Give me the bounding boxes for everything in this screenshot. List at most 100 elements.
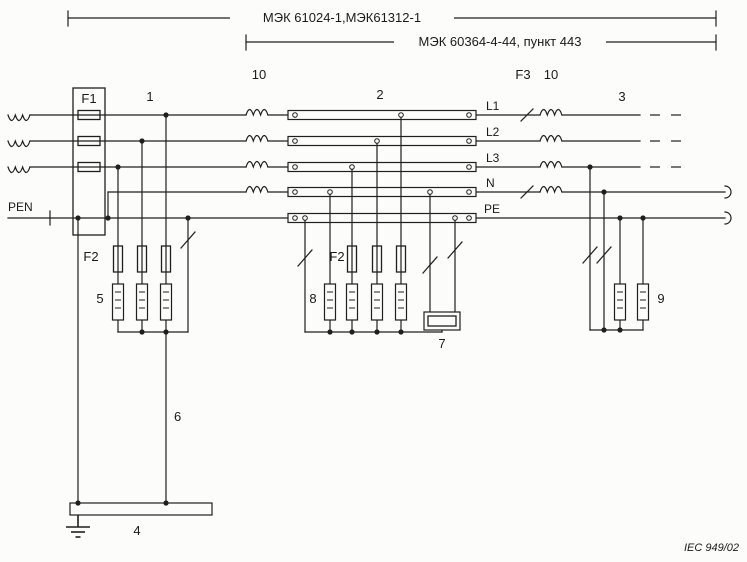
label-6: 6 bbox=[174, 409, 181, 424]
junction-dot bbox=[617, 215, 623, 221]
label-8: 8 bbox=[309, 291, 316, 306]
f3-and-choke-right bbox=[520, 108, 563, 199]
spd-symbol bbox=[370, 283, 384, 321]
disconnector-icon bbox=[520, 185, 534, 199]
n-end-connector-icon bbox=[724, 185, 732, 199]
busbar-l1 bbox=[287, 109, 477, 121]
coil-icon bbox=[245, 134, 269, 143]
source-coil-icon bbox=[7, 165, 31, 174]
disconnector-icon bbox=[180, 231, 196, 249]
disconnector-icon bbox=[297, 249, 313, 267]
label-4: 4 bbox=[133, 523, 140, 538]
label-2: 2 bbox=[376, 87, 383, 102]
junction-dot bbox=[601, 327, 607, 333]
spd-symbol bbox=[323, 283, 337, 321]
fuse-symbol bbox=[160, 245, 172, 273]
figure-reference: IEC 949/02 bbox=[684, 542, 739, 554]
junction-dot bbox=[349, 329, 355, 335]
fuse-symbol bbox=[395, 245, 407, 273]
spd-symbol bbox=[636, 283, 650, 321]
fuse-symbol bbox=[77, 135, 101, 147]
junction-dot bbox=[115, 164, 121, 170]
standard-label-inner: МЭК 60364-4-44, пункт 443 bbox=[419, 34, 582, 49]
spd-symbol bbox=[345, 283, 359, 321]
dimension-brackets: МЭК 61024-1,МЭК61312-1 МЭК 60364-4-44, п… bbox=[67, 9, 717, 51]
junction-dot bbox=[75, 215, 81, 221]
disconnector-icon bbox=[447, 241, 463, 259]
busbar-pe bbox=[287, 212, 477, 224]
junction-dot bbox=[139, 138, 145, 144]
earthing-busbar bbox=[66, 215, 213, 538]
spd-symbol bbox=[394, 283, 408, 321]
label-10-right: 10 bbox=[544, 67, 558, 82]
main-conductors bbox=[7, 113, 732, 226]
source-coil-icon bbox=[7, 139, 31, 148]
fuse-symbol bbox=[77, 161, 101, 173]
junction-dot bbox=[139, 329, 145, 335]
spd-symbol bbox=[111, 283, 125, 321]
label-l1: L1 bbox=[486, 99, 500, 113]
junction-dot bbox=[327, 329, 333, 335]
junction-dot bbox=[601, 189, 607, 195]
junction-dot bbox=[105, 215, 111, 221]
busbar-l2 bbox=[287, 135, 477, 147]
label-9: 9 bbox=[657, 291, 664, 306]
label-f2-left: F2 bbox=[83, 249, 98, 264]
junction-dot bbox=[617, 327, 623, 333]
label-f3: F3 bbox=[515, 67, 530, 82]
f1-fuse-block bbox=[72, 87, 106, 236]
coil-icon bbox=[539, 160, 563, 169]
junction-dot bbox=[75, 500, 81, 506]
equipotential-bar bbox=[69, 502, 213, 516]
spd-symbol bbox=[613, 283, 627, 321]
choke-block-left bbox=[245, 108, 269, 194]
label-l3: L3 bbox=[486, 151, 500, 165]
coil-icon bbox=[245, 160, 269, 169]
label-5: 5 bbox=[96, 291, 103, 306]
fuse-symbol bbox=[136, 245, 148, 273]
busbar-terminals bbox=[292, 112, 472, 221]
spd-symbol bbox=[135, 283, 149, 321]
junction-dot bbox=[587, 164, 593, 170]
label-1: 1 bbox=[146, 89, 153, 104]
disconnector-icon bbox=[596, 246, 612, 264]
fuse-symbol bbox=[371, 245, 383, 273]
spd-symbol bbox=[159, 283, 173, 321]
fuse-symbol bbox=[77, 109, 101, 121]
label-l2: L2 bbox=[486, 125, 500, 139]
label-n: N bbox=[486, 176, 495, 190]
junction-dot bbox=[640, 215, 646, 221]
label-f1: F1 bbox=[81, 91, 96, 106]
coil-icon bbox=[539, 134, 563, 143]
spd-set-right bbox=[582, 164, 650, 333]
source-coil-icon bbox=[7, 113, 31, 122]
fuse-symbol bbox=[112, 245, 124, 273]
junction-dot bbox=[163, 500, 169, 506]
junction-dot bbox=[185, 215, 191, 221]
spd-set-left bbox=[111, 112, 196, 504]
standard-label-top: МЭК 61024-1,МЭК61312-1 bbox=[263, 10, 421, 25]
label-7: 7 bbox=[438, 336, 445, 351]
junction-dot bbox=[374, 329, 380, 335]
coil-icon bbox=[245, 185, 269, 194]
label-pen: PEN bbox=[8, 200, 33, 214]
label-3: 3 bbox=[618, 89, 625, 104]
spark-gap-device bbox=[423, 311, 461, 331]
spd-set-middle bbox=[297, 114, 463, 335]
coil-icon bbox=[539, 108, 563, 117]
disconnector-icon bbox=[422, 256, 438, 274]
label-f2-mid: F2 bbox=[329, 249, 344, 264]
label-10-left: 10 bbox=[252, 67, 266, 82]
label-pe: PE bbox=[484, 202, 500, 216]
labels: F1 1 10 2 F3 10 3 PEN F2 F2 5 8 9 6 7 4 … bbox=[8, 67, 739, 554]
junction-dot bbox=[163, 112, 169, 118]
junction-dot bbox=[163, 329, 169, 335]
junction-dot bbox=[398, 329, 404, 335]
terminal-busbar-block bbox=[287, 109, 477, 224]
coil-icon bbox=[539, 185, 563, 194]
earth-ground-icon bbox=[66, 515, 90, 538]
coil-icon bbox=[245, 108, 269, 117]
pe-end-connector-icon bbox=[724, 211, 732, 225]
